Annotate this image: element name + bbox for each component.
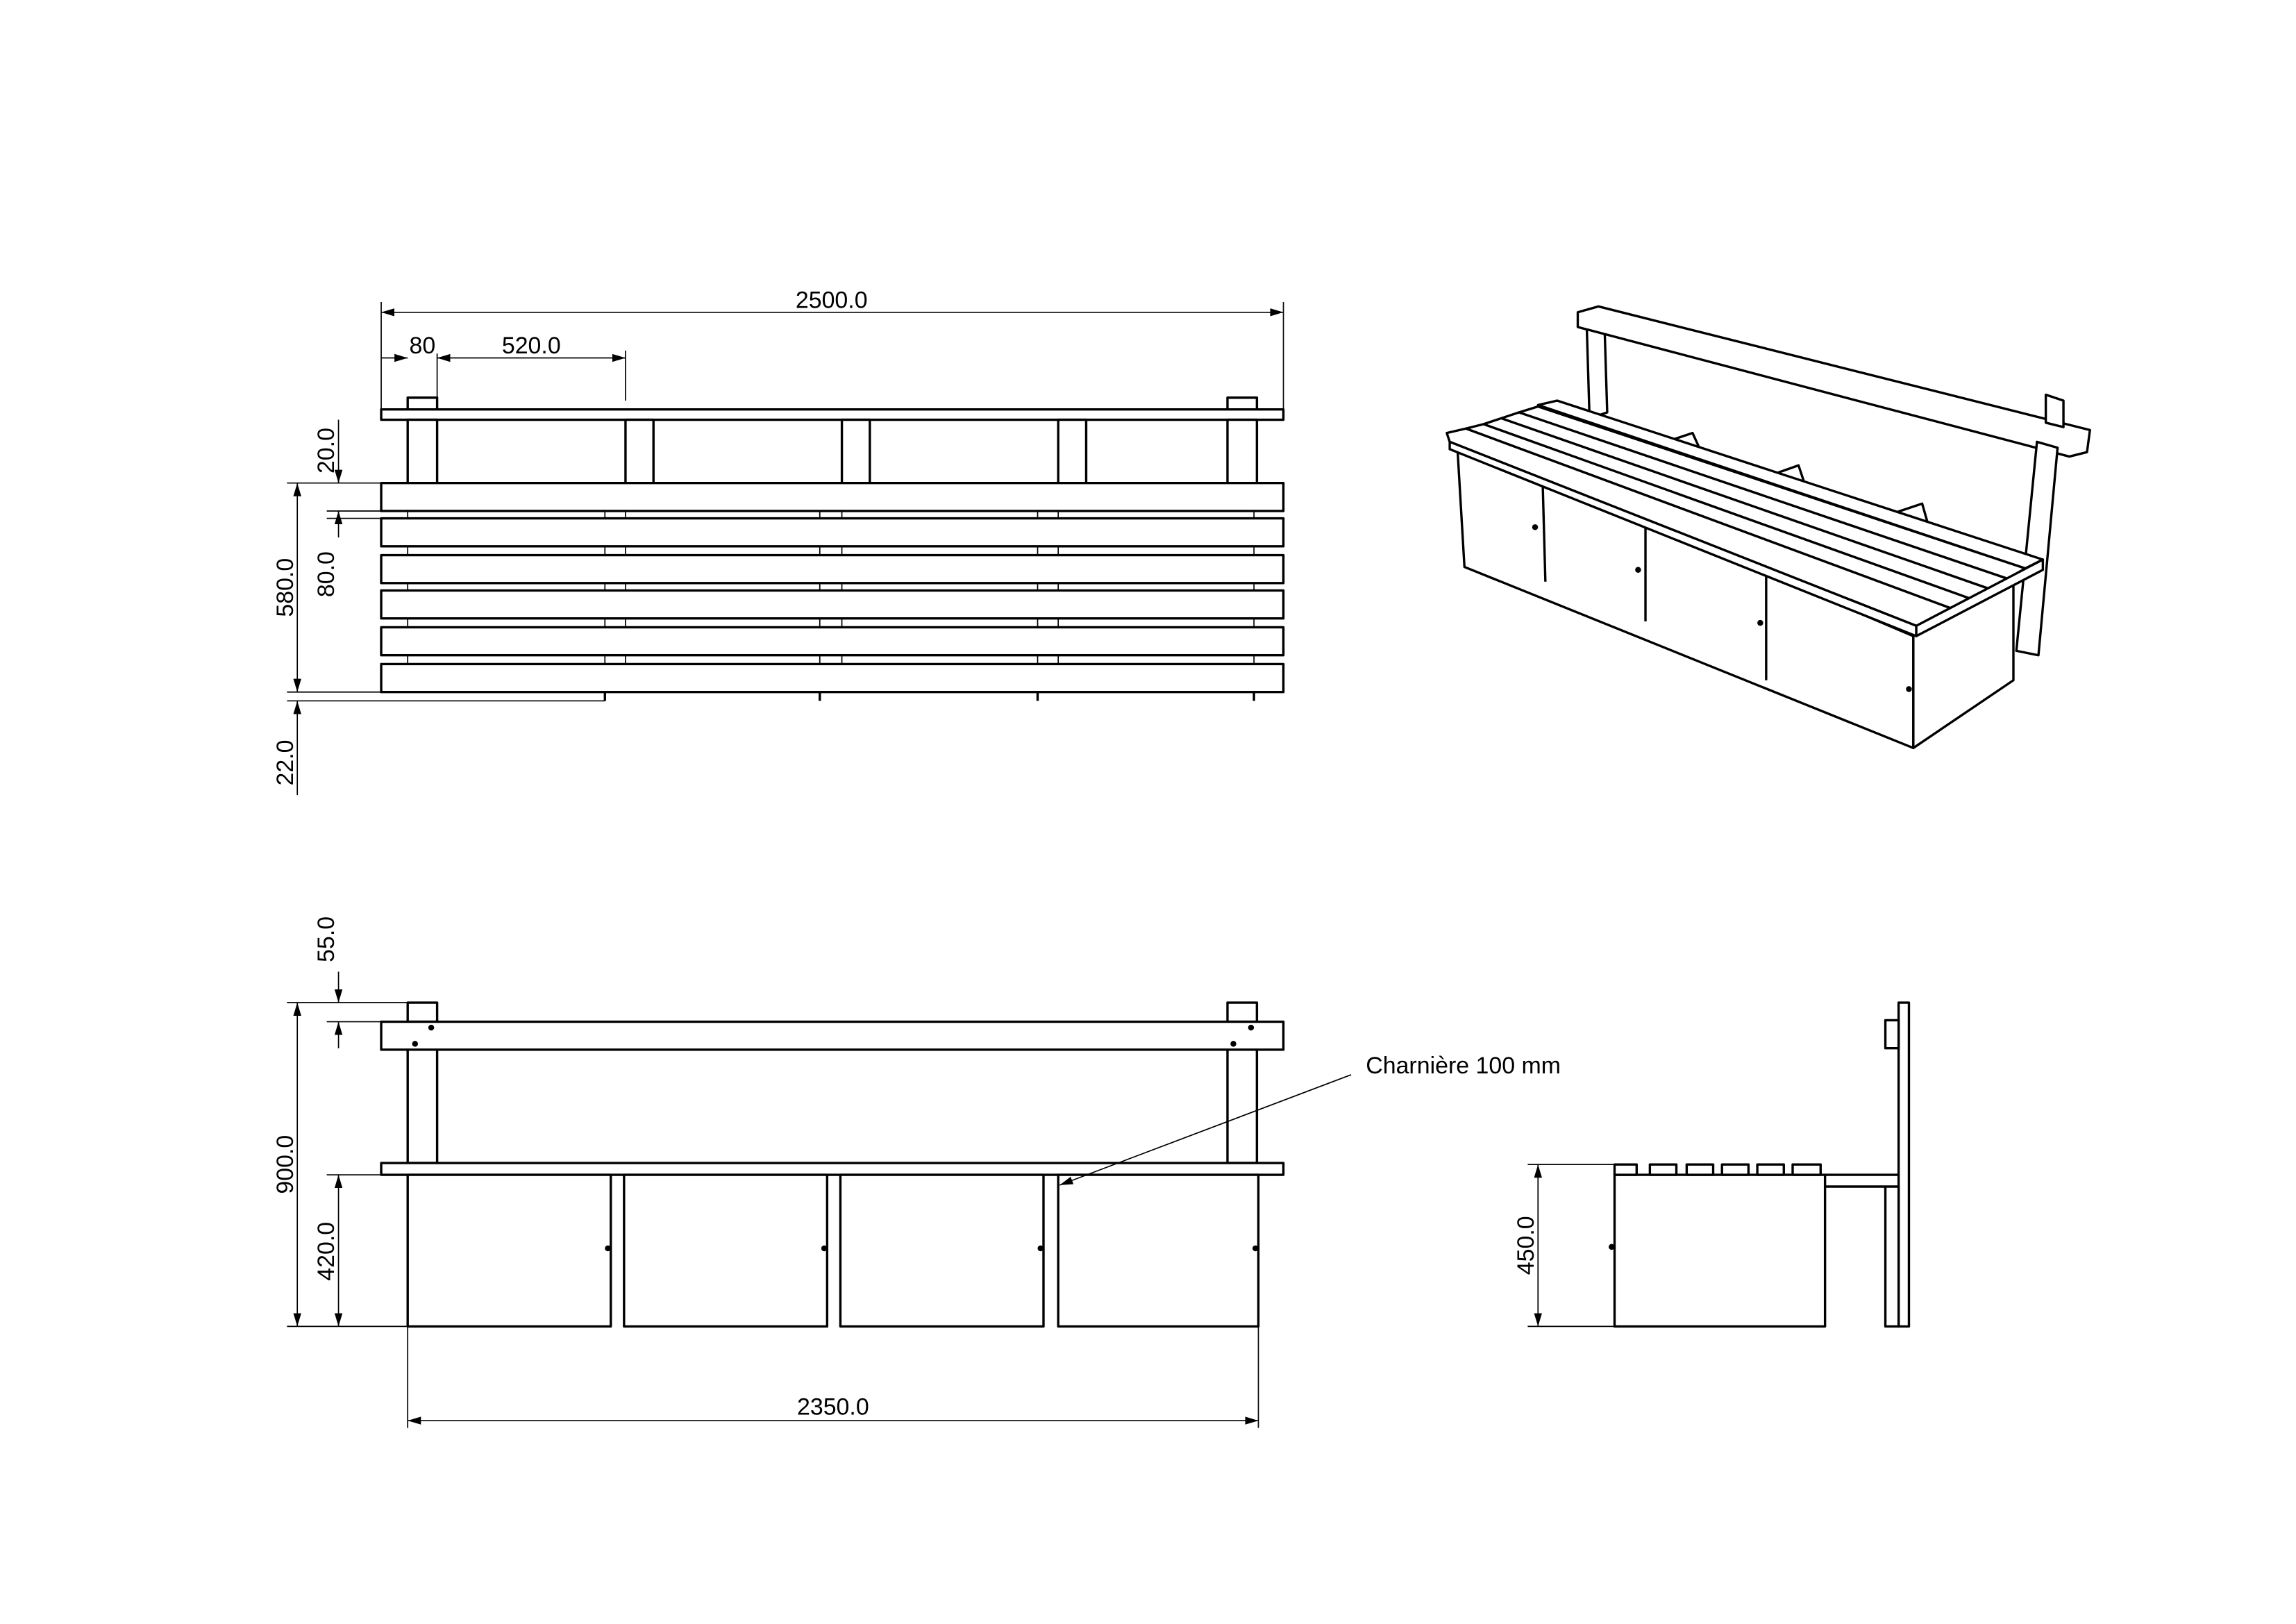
backrest-side (1897, 1001, 1911, 1328)
hinge-annotation: Charnière 100 mm (1366, 1053, 1561, 1079)
front-dimension-lines (287, 971, 1352, 1428)
hinge-leader-line (1059, 1074, 1352, 1186)
backrest-rail-front (380, 1020, 1285, 1051)
side-slats (1613, 1163, 1822, 1176)
dim-post-spacing: 520.0 (502, 333, 561, 359)
support-posts (406, 418, 1259, 485)
isometric-view (1446, 305, 2091, 749)
seat-slats (380, 482, 1285, 701)
front-view: 55.0 900.0 420.0 2350.0 Charnière 100 mm (272, 916, 1561, 1428)
backrest-rail (380, 408, 1285, 421)
dim-box-height: 420.0 (313, 1222, 340, 1281)
dim-overhang: 22.0 (272, 739, 299, 785)
post-cap-right (1226, 396, 1259, 411)
dim-overall-width: 2500.0 (796, 287, 868, 313)
dim-gap-top: 20.0 (313, 428, 340, 474)
dim-post-width: 80 (410, 333, 436, 359)
post-cap-left (406, 396, 439, 411)
storage-boxes (406, 1173, 1260, 1328)
dim-box-width: 2350.0 (797, 1394, 869, 1421)
backrest-post-right (2015, 440, 2059, 657)
dim-cap-height: 55.0 (313, 916, 340, 962)
seat-front (380, 1162, 1285, 1176)
dim-seat-depth: 580.0 (272, 558, 299, 617)
iso-seat-slats (1446, 399, 2045, 637)
dim-slat-width: 80.0 (313, 551, 340, 597)
side-view: 450.0 (1513, 1001, 1911, 1328)
backrest-rail-iso (1576, 305, 2091, 458)
dim-seat-height: 450.0 (1513, 1216, 1539, 1275)
box-side (1613, 1173, 1827, 1328)
dim-total-height: 900.0 (272, 1135, 299, 1194)
top-view: 2500.0 80 520.0 20.0 80.0 580.0 22.0 (272, 287, 1285, 796)
dimension-lines (287, 301, 1284, 796)
